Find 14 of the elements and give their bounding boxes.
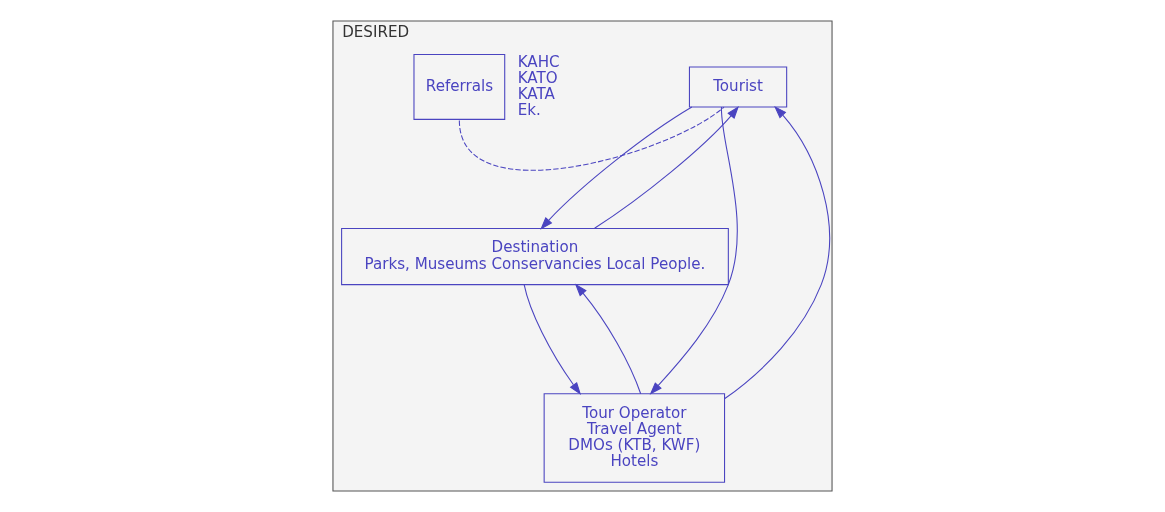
arrow <box>594 105 739 229</box>
connector <box>458 106 725 171</box>
node-label: KAHC <box>517 52 560 71</box>
arrow <box>523 284 582 396</box>
node-label: KATA <box>517 85 555 104</box>
arrow <box>574 283 642 395</box>
node-label: KATO <box>517 68 558 87</box>
arrow <box>724 105 831 400</box>
arrow <box>649 106 738 395</box>
node-box: Tour Operator Travel Agent DMOs (KTB, KWF) Hotels <box>543 393 726 483</box>
node-box: Destination Parks, Museums Conservancies Local People. <box>341 227 729 286</box>
arrow <box>540 106 693 230</box>
node-label: Ek. <box>517 101 541 120</box>
node-box: Tourist <box>688 66 788 108</box>
